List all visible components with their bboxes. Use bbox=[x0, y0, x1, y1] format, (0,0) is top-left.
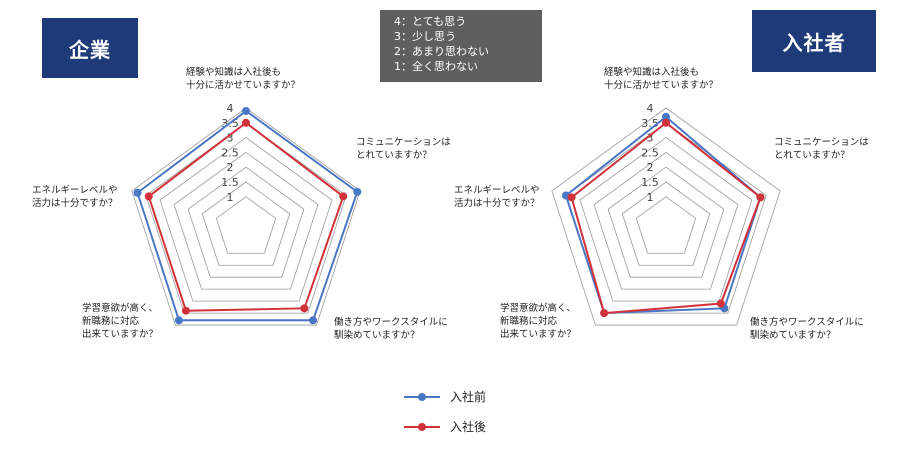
data-point-1-2-2 bbox=[339, 192, 348, 201]
tick-label-1-6: 4 bbox=[227, 102, 234, 115]
grid-ring-2-0 bbox=[635, 196, 697, 254]
scale-item-3: 3：少し思う bbox=[394, 30, 456, 43]
axis-label-1-2: コミュニケーションはとれていますか？ bbox=[356, 136, 451, 162]
legend-marker-after bbox=[404, 422, 440, 431]
tick-label-2-5: 3.5 bbox=[641, 117, 659, 130]
axis-label-line: 十分に活かせていますか？ bbox=[604, 80, 719, 91]
data-point-1-1-3 bbox=[309, 316, 318, 325]
data-point-2-2-2 bbox=[756, 193, 765, 202]
tick-label-1-1: 1.5 bbox=[221, 176, 239, 189]
data-point-2-2-1 bbox=[662, 118, 670, 127]
axis-label-line: 活力は十分ですか？ bbox=[454, 198, 540, 209]
series-line-2-2 bbox=[570, 121, 762, 315]
data-point-1-2-3 bbox=[300, 304, 309, 313]
axis-label-line: 経験や知識は入社後も bbox=[186, 67, 282, 78]
axis-label-line: 学習意欲が高く、 bbox=[82, 303, 159, 314]
axis-label-line: とれていますか？ bbox=[774, 150, 850, 161]
tick-label-2-1: 1.5 bbox=[641, 176, 659, 189]
new-employee-badge: 入社者 bbox=[752, 10, 876, 72]
legend-label-before: 入社前 bbox=[450, 390, 487, 404]
company-badge: 企業 bbox=[42, 18, 138, 78]
axis-label-line: 働き方やワークスタイルに bbox=[750, 317, 864, 328]
data-point-1-2-1 bbox=[242, 118, 250, 127]
grid-ring-2-3 bbox=[593, 151, 739, 290]
axis-label-line: エネルギーレベルや bbox=[454, 185, 540, 196]
grid-ring-2-1 bbox=[621, 181, 711, 266]
axis-label-line: 新職務に対応 bbox=[82, 316, 140, 327]
axis-label-line: コミュニケーションは bbox=[356, 137, 451, 148]
axis-label-2-2: コミュニケーションはとれていますか？ bbox=[774, 136, 869, 162]
grid-ring-1-4 bbox=[159, 137, 333, 302]
axis-label-line: 出来ていますか？ bbox=[82, 329, 159, 340]
grid-ring-2-4 bbox=[579, 137, 753, 302]
legend-label-after: 入社後 bbox=[450, 420, 487, 434]
axis-label-line: エネルギーレベルや bbox=[32, 185, 118, 196]
data-point-1-2-5 bbox=[144, 192, 153, 201]
axis-label-line: 活力は十分ですか？ bbox=[32, 198, 118, 209]
axis-label-line: 新職務に対応 bbox=[500, 316, 558, 327]
axis-label-1-1: 経験や知識は入社後も十分に活かせていますか？ bbox=[186, 66, 300, 92]
data-point-2-2-3 bbox=[716, 299, 725, 308]
axis-label-line: コミュニケーションは bbox=[774, 137, 869, 148]
scale-item-1: 1：全く思わない bbox=[394, 60, 478, 73]
axis-label-line: 学習意欲が高く、 bbox=[500, 303, 577, 314]
grid-ring-1-2 bbox=[187, 166, 305, 278]
tick-label-1-0: 1 bbox=[227, 191, 234, 204]
axis-label-line: とれていますか？ bbox=[356, 150, 432, 161]
tick-label-2-4: 3 bbox=[647, 132, 654, 145]
axis-label-line: 出来ていますか？ bbox=[500, 329, 577, 340]
tick-label-2-0: 1 bbox=[647, 191, 654, 204]
data-point-2-1-1 bbox=[662, 112, 670, 121]
data-point-1-2-4 bbox=[181, 306, 190, 315]
tick-label-2-3: 2.5 bbox=[641, 146, 659, 159]
axis-label-line: 十分に活かせていますか？ bbox=[186, 80, 301, 91]
data-point-1-1-5 bbox=[133, 188, 142, 197]
axis-label-2-4: 学習意欲が高く、新職務に対応出来ていますか？ bbox=[500, 302, 576, 341]
grid-ring-1-3 bbox=[173, 151, 319, 290]
tick-label-1-4: 3 bbox=[227, 132, 234, 145]
data-point-1-1-1 bbox=[242, 106, 250, 115]
grid-ring-2-6 bbox=[551, 107, 781, 326]
grid-ring-1-5 bbox=[145, 122, 347, 314]
tick-label-1-2: 2 bbox=[227, 161, 234, 174]
scale-item-4: 4：とても思う bbox=[394, 15, 467, 28]
grid-ring-1-6 bbox=[131, 107, 361, 326]
data-point-2-2-5 bbox=[567, 193, 576, 202]
data-point-1-1-2 bbox=[353, 187, 362, 196]
grid-ring-1-0 bbox=[215, 196, 277, 254]
legend-item-after: 入社後 bbox=[404, 418, 486, 435]
tick-label-2-2: 2 bbox=[647, 161, 654, 174]
axis-label-line: 経験や知識は入社後も bbox=[604, 67, 700, 78]
data-point-1-1-4 bbox=[174, 316, 183, 325]
legend-marker-before bbox=[404, 392, 440, 401]
grid-ring-1-1 bbox=[201, 181, 291, 266]
data-point-2-2-4 bbox=[600, 309, 609, 318]
tick-label-1-3: 2.5 bbox=[221, 146, 239, 159]
axis-label-2-3: 働き方やワークスタイルに馴染めていますか？ bbox=[750, 316, 864, 342]
scale-legend: 4：とても思う 3：少し思う 2：あまり思わない 1：全く思わない bbox=[380, 10, 542, 82]
axis-label-line: 働き方やワークスタイルに bbox=[334, 317, 448, 328]
grid-ring-2-2 bbox=[607, 166, 725, 278]
axis-label-2-1: 経験や知識は入社後も十分に活かせていますか？ bbox=[604, 66, 718, 92]
axis-label-2-5: エネルギーレベルや活力は十分ですか？ bbox=[454, 184, 540, 210]
series-line-1-1 bbox=[136, 109, 359, 322]
axis-label-1-5: エネルギーレベルや活力は十分ですか？ bbox=[32, 184, 118, 210]
axis-label-line: 馴染めていますか？ bbox=[334, 330, 420, 341]
tick-label-2-6: 4 bbox=[647, 102, 654, 115]
series-line-1-2 bbox=[147, 121, 345, 312]
axis-label-line: 馴染めていますか？ bbox=[750, 330, 836, 341]
axis-label-1-3: 働き方やワークスタイルに馴染めていますか？ bbox=[334, 316, 448, 342]
axis-label-1-4: 学習意欲が高く、新職務に対応出来ていますか？ bbox=[82, 302, 158, 341]
scale-item-2: 2：あまり思わない bbox=[394, 45, 489, 58]
legend-item-before: 入社前 bbox=[404, 388, 486, 405]
